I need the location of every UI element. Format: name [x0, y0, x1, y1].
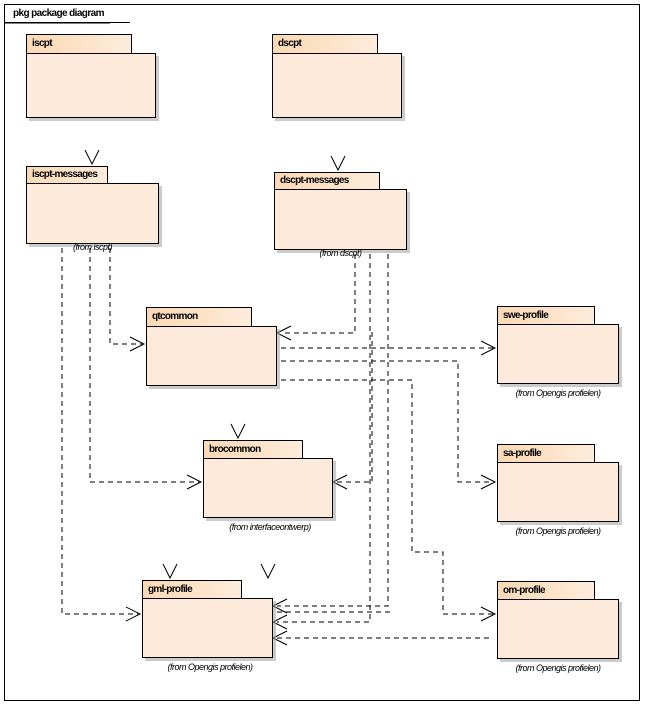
package-iscpt-messages-body [26, 183, 159, 244]
package-dscpt-messages[interactable]: dscpt-messages [274, 172, 407, 250]
package-om-profile-header: om-profile [497, 581, 595, 600]
package-dscpt-messages-name: dscpt-messages [280, 175, 349, 186]
diagram-frame-tab: pkg package diagram [4, 4, 130, 23]
package-iscpt-header: iscpt [26, 34, 132, 54]
package-gml-profile-header: gml-profile [142, 580, 242, 599]
package-qtcommon[interactable]: qtcommon [146, 307, 277, 386]
package-qtcommon-name: qtcommon [152, 311, 198, 322]
package-dscpt-name: dscpt [278, 38, 302, 49]
package-iscpt-messages-from: (from iscpt) [73, 242, 113, 252]
package-sa-profile-header: sa-profile [497, 444, 595, 463]
package-brocommon-from: (from interfaceontwerp) [229, 522, 311, 532]
package-iscpt-body [26, 53, 156, 118]
package-gml-profile-body [142, 598, 273, 658]
package-brocommon-body [203, 458, 333, 518]
package-om-profile-body [497, 599, 619, 659]
package-qtcommon-header: qtcommon [146, 307, 252, 327]
package-om-profile-name: om-profile [503, 584, 546, 596]
package-iscpt[interactable]: iscpt [26, 34, 156, 118]
package-sa-profile-body [497, 462, 619, 522]
package-brocommon-name: brocommon [209, 443, 261, 455]
package-dscpt-body [272, 53, 402, 118]
package-dscpt-header: dscpt [272, 34, 378, 54]
package-swe-profile-name: swe-profile [503, 309, 549, 321]
package-iscpt-name: iscpt [32, 38, 53, 49]
package-iscpt-messages[interactable]: iscpt-messages [26, 166, 159, 244]
package-om-profile[interactable]: om-profile [497, 581, 619, 659]
package-sa-profile-name: sa-profile [503, 447, 542, 459]
package-brocommon[interactable]: brocommon [203, 440, 333, 518]
package-dscpt[interactable]: dscpt [272, 34, 402, 118]
package-iscpt-messages-name: iscpt-messages [32, 169, 98, 180]
package-gml-profile-name: gml-profile [148, 583, 193, 595]
package-om-profile-from: (from Opengis profielen) [515, 663, 601, 673]
package-swe-profile-body [497, 324, 619, 384]
package-swe-profile-from: (from Opengis profielen) [515, 388, 601, 398]
package-qtcommon-body [146, 326, 277, 386]
package-sa-profile-from: (from Opengis profielen) [515, 526, 601, 536]
package-swe-profile[interactable]: swe-profile [497, 306, 619, 384]
package-gml-profile-from: (from Opengis profielen) [167, 662, 253, 672]
package-brocommon-header: brocommon [203, 440, 303, 459]
package-dscpt-messages-body [274, 189, 407, 250]
package-swe-profile-header: swe-profile [497, 306, 595, 325]
package-sa-profile[interactable]: sa-profile [497, 444, 619, 522]
package-dscpt-messages-header: dscpt-messages [274, 172, 380, 190]
package-iscpt-messages-header: iscpt-messages [26, 166, 108, 184]
diagram-title: pkg package diagram [13, 7, 104, 19]
package-dscpt-messages-from: (from dscpt) [319, 248, 362, 258]
package-gml-profile[interactable]: gml-profile [142, 580, 273, 658]
